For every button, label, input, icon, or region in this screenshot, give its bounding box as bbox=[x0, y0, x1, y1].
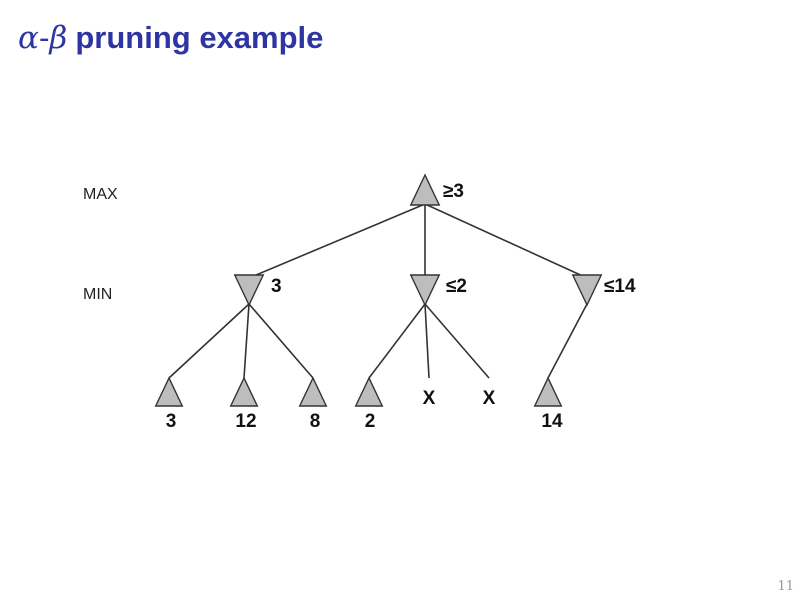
leaf-label-4: 2 bbox=[365, 411, 376, 432]
title-dash: - bbox=[38, 20, 50, 56]
edge-min-to-leaf-3 bbox=[248, 303, 314, 379]
min-node-triangle-2 bbox=[409, 274, 441, 307]
title-text: pruning example bbox=[75, 20, 324, 55]
root-node-label: ≥3 bbox=[443, 181, 464, 202]
leaf-node-triangle-2 bbox=[229, 376, 259, 407]
leaf-label-3: 8 bbox=[310, 411, 321, 432]
title-alpha: α bbox=[18, 20, 39, 56]
max-node-triangle bbox=[409, 173, 441, 206]
edge-min-to-leaf-1 bbox=[168, 303, 250, 379]
edge-min-to-leaf-5 bbox=[424, 303, 430, 379]
leaf-node-triangle-4 bbox=[354, 376, 384, 407]
leaf-node-triangle-7 bbox=[533, 376, 563, 407]
level-label-max: MAX bbox=[83, 186, 118, 203]
level-label-min: MIN bbox=[83, 286, 112, 303]
edge-root-to-min-1 bbox=[248, 203, 426, 279]
edge-min-to-leaf-6 bbox=[424, 303, 490, 379]
edge-root-to-min-3 bbox=[424, 203, 588, 279]
edge-min-to-leaf-2 bbox=[243, 303, 250, 379]
leaf-label-1: 3 bbox=[166, 411, 177, 432]
min-node-label-1: 3 bbox=[271, 276, 282, 297]
leaf-node-triangle-1 bbox=[154, 376, 184, 407]
min-node-label-3: ≤14 bbox=[604, 276, 636, 297]
title-beta: β bbox=[49, 20, 68, 56]
leaf-node-triangle-3 bbox=[298, 376, 328, 407]
edge-min-to-leaf-4 bbox=[368, 303, 426, 379]
min-node-triangle-1 bbox=[233, 274, 265, 307]
leaf-label-7: 14 bbox=[541, 411, 563, 432]
min-node-triangle-3 bbox=[571, 274, 603, 307]
tree-edges bbox=[168, 203, 588, 379]
page-number: 11 bbox=[777, 579, 794, 594]
leaf-label-2: 12 bbox=[235, 411, 256, 432]
leaf-label-5-pruned: X bbox=[423, 388, 436, 409]
edge-min-to-leaf-7 bbox=[547, 303, 588, 379]
leaf-label-6-pruned: X bbox=[483, 388, 496, 409]
min-node-label-2: ≤2 bbox=[446, 276, 467, 297]
tree-nodes bbox=[154, 173, 603, 407]
